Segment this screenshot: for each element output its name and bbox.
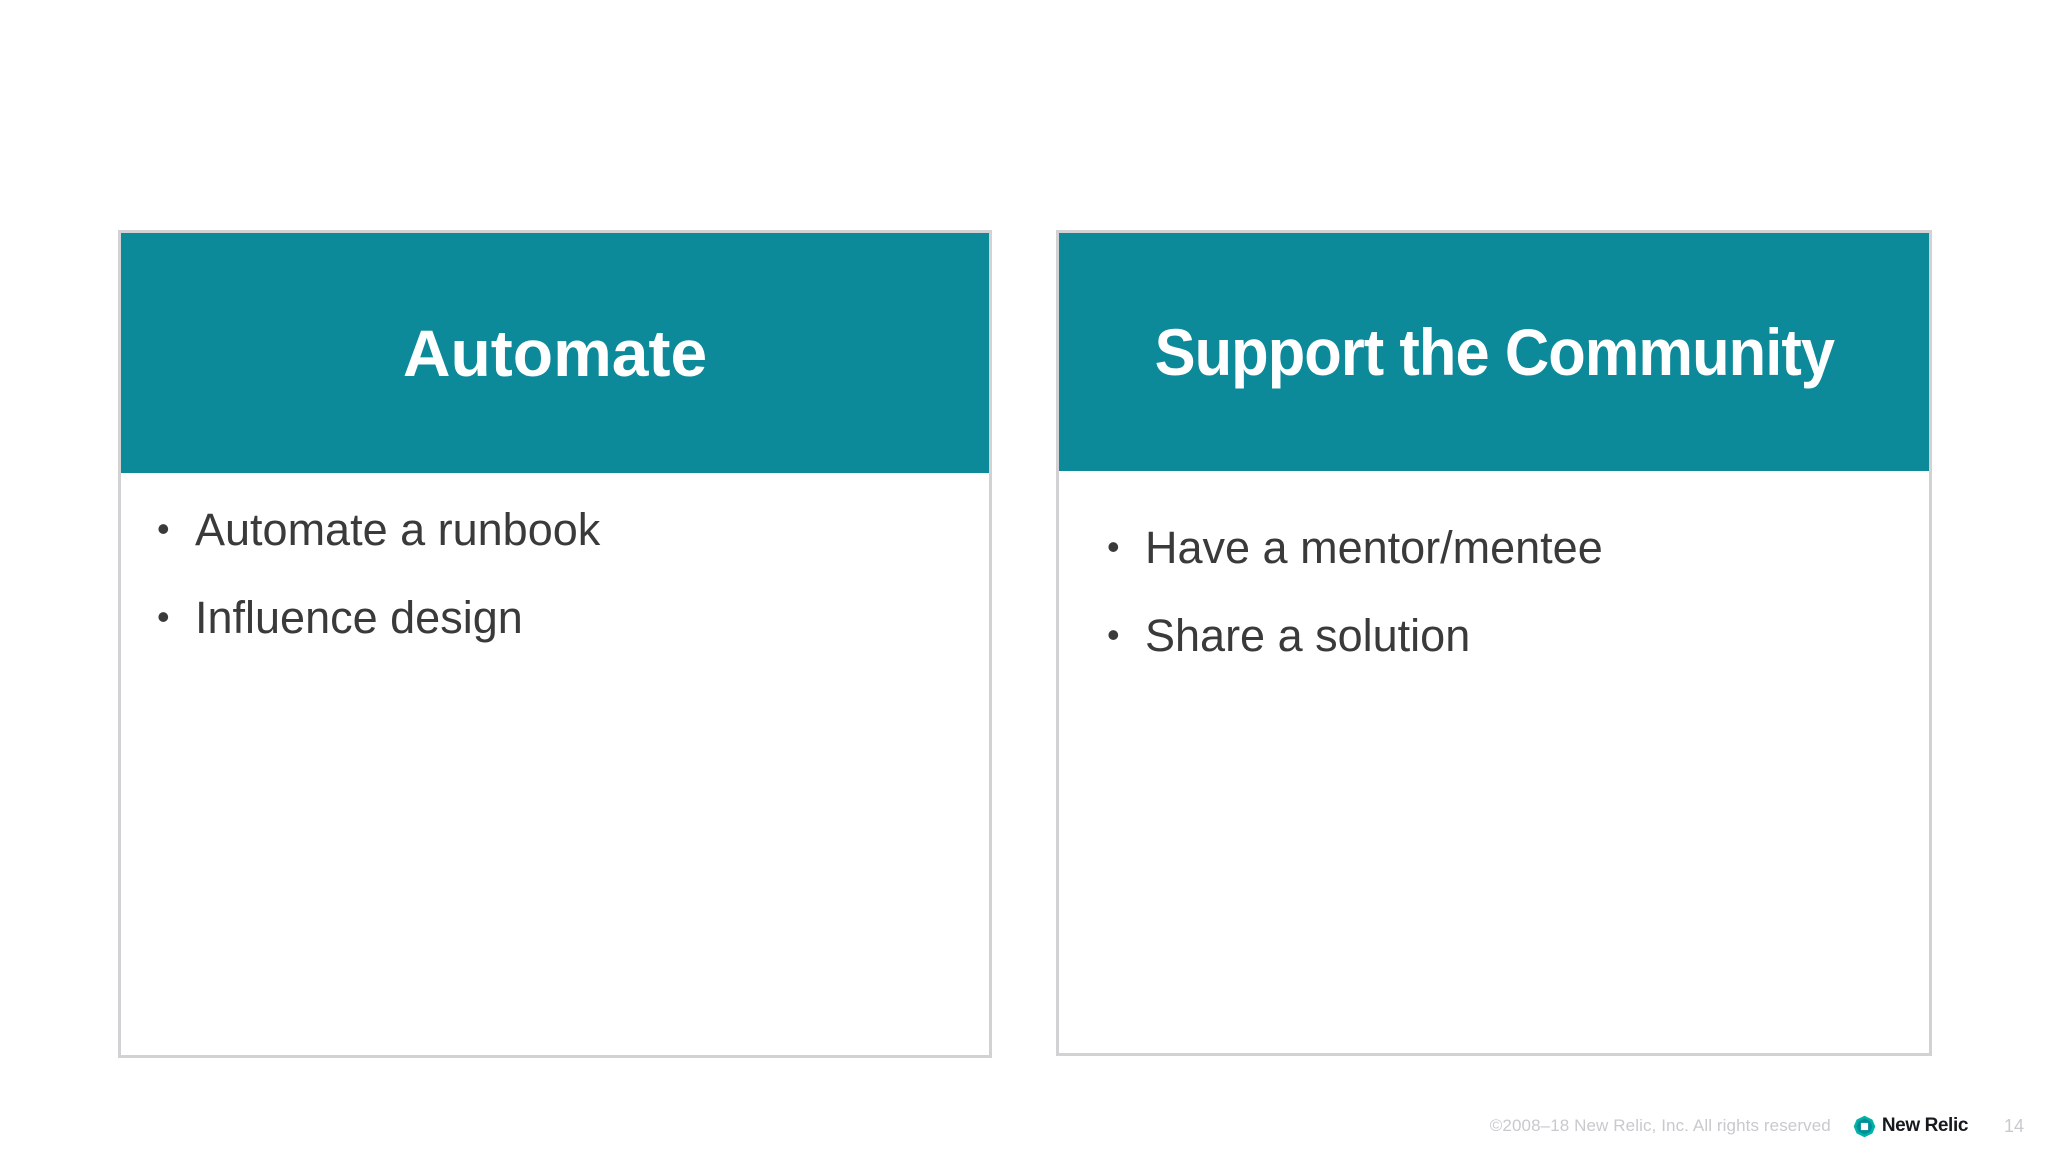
card-support-the-community-body: • Have a mentor/mentee • Share a solutio… [1059, 471, 1929, 1053]
bullet-dot-icon: • [157, 595, 170, 637]
list-item-label: Share a solution [1145, 609, 1471, 661]
list-item-label: Have a mentor/mentee [1145, 522, 1603, 573]
card-automate: Automate • Automate a runbook • Influenc… [118, 230, 992, 1058]
brand-lockup: New Relic [1853, 1115, 1968, 1138]
slide-footer: ©2008–18 New Relic, Inc. All rights rese… [0, 1100, 2048, 1152]
card-support-the-community-bullet-list: • Have a mentor/mentee • Share a solutio… [1059, 471, 1929, 660]
card-support-the-community-title: Support the Community [1154, 315, 1834, 389]
brand-name-label: New Relic [1881, 1115, 1969, 1136]
list-item: • Share a solution [1107, 609, 1929, 661]
card-automate-bullet-list: • Automate a runbook • Influence design [121, 473, 989, 642]
bullet-dot-icon: • [1107, 526, 1120, 567]
new-relic-logo-icon [1853, 1115, 1876, 1137]
card-support-the-community-header: Support the Community [1059, 233, 1929, 471]
list-item-label: Influence design [195, 591, 523, 643]
card-automate-title: Automate [402, 316, 708, 390]
card-automate-header: Automate [121, 233, 989, 473]
list-item: • Have a mentor/mentee [1107, 523, 1929, 573]
page-number: 14 [2003, 1115, 2024, 1136]
copyright-notice: ©2008–18 New Relic, Inc. All rights rese… [1489, 1116, 1831, 1135]
list-item: • Automate a runbook [157, 505, 989, 555]
list-item-label: Automate a runbook [195, 504, 601, 555]
list-item: • Influence design [157, 591, 989, 643]
bullet-dot-icon: • [1107, 613, 1120, 655]
bullet-dot-icon: • [157, 508, 170, 549]
card-support-the-community: Support the Community • Have a mentor/me… [1056, 230, 1932, 1056]
card-automate-body: • Automate a runbook • Influence design [121, 473, 989, 1055]
